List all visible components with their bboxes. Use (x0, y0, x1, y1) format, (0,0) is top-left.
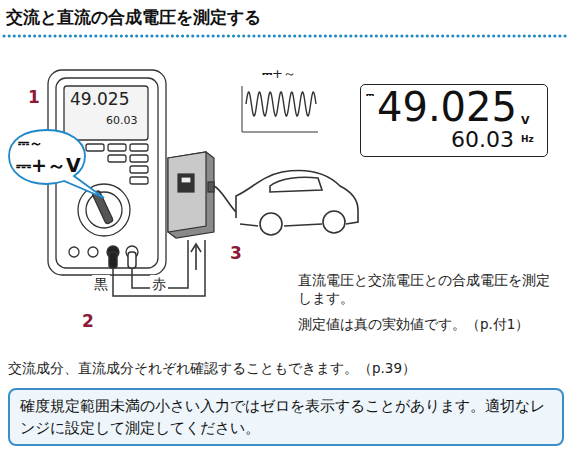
lcd-reading: 49.025 (70, 88, 129, 110)
note-text: 交流成分、直流成分それぞれ確認することもできます。（p.39） (8, 360, 416, 378)
waveform (242, 86, 318, 132)
lcd-reading: 60.03 (106, 114, 138, 128)
dial-callout: ⎓～ ⎓+～V (8, 128, 86, 184)
node-text: ⎓+～V (16, 156, 81, 175)
description: 直流電圧と交流電圧との合成電圧を測定します。 (298, 272, 560, 307)
charging-station (168, 152, 214, 238)
node-text: ⎓ (366, 90, 374, 100)
title-rule (4, 35, 568, 38)
node-text: 確度規定範囲未満の小さい入力ではゼロを表示することがあります。適切なレンジに設定… (20, 396, 554, 440)
note-box: 確度規定範囲未満の小さい入力ではゼロを表示することがあります。適切なレンジに設定… (8, 388, 564, 446)
display-panel: ⎓49.025V 60.03 Hz (360, 84, 548, 157)
node-text: ⎓～ (18, 136, 43, 150)
node-text: V (521, 115, 530, 126)
callout-number: 1 (28, 86, 40, 108)
lead-color: 黒 (92, 275, 110, 293)
title: 交流と直流の合成電圧を測定する (6, 6, 261, 28)
test-leads (109, 240, 205, 296)
callout-number: 3 (230, 242, 242, 264)
node-text: 60.03 (451, 129, 514, 151)
node-text: Hz (521, 135, 534, 144)
lead-color: 赤 (150, 275, 168, 293)
car (214, 171, 358, 235)
callout-number: 2 (82, 310, 94, 332)
node-text: 49.025 (377, 87, 517, 127)
waveform-label: ⎓+～ (262, 66, 296, 83)
description: 測定値は真の実効値です。（p.付1） (298, 316, 560, 334)
